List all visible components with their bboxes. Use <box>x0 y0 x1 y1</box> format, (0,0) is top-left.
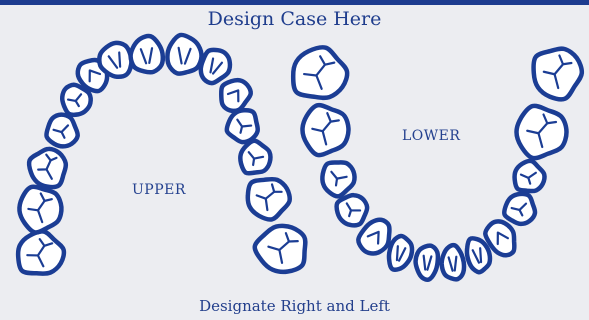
lower-tooth-6-outline <box>389 236 412 270</box>
lower-tooth-3 <box>322 162 354 196</box>
lower-tooth-5-outline <box>358 220 389 254</box>
upper-tooth-11-outline <box>221 80 251 111</box>
upper-tooth-7-outline <box>99 43 131 77</box>
lower-tooth-4 <box>337 195 368 225</box>
lower-tooth-13-outline <box>517 106 567 158</box>
lower-tooth-2 <box>302 105 348 155</box>
upper-tooth-14 <box>248 179 290 219</box>
upper-tooth-15 <box>255 226 306 272</box>
upper-tooth-10 <box>201 50 230 83</box>
lower-arch-label: LOWER <box>402 128 460 144</box>
lower-tooth-14 <box>534 49 582 100</box>
upper-tooth-1 <box>18 231 64 273</box>
upper-tooth-4 <box>46 115 77 147</box>
upper-tooth-3 <box>29 149 66 187</box>
upper-tooth-9 <box>167 35 201 74</box>
upper-tooth-10-outline <box>201 50 230 83</box>
upper-tooth-13 <box>240 141 270 174</box>
upper-tooth-2 <box>19 187 61 233</box>
lower-tooth-1 <box>293 47 347 98</box>
lower-tooth-7-outline <box>416 246 438 280</box>
lower-tooth-11 <box>504 194 535 224</box>
lower-tooth-9-outline <box>467 238 490 272</box>
upper-arch-label: UPPER <box>132 182 186 198</box>
lower-tooth-14-outline <box>534 49 582 100</box>
lower-tooth-6 <box>389 236 412 270</box>
upper-tooth-11 <box>221 80 251 111</box>
upper-tooth-14-outline <box>248 179 290 219</box>
upper-tooth-8 <box>131 36 163 72</box>
lower-tooth-13 <box>517 106 567 158</box>
lower-tooth-7 <box>416 246 438 280</box>
lower-tooth-1-outline <box>293 47 347 98</box>
upper-tooth-12 <box>227 110 258 142</box>
footer-instruction: Designate Right and Left <box>0 297 589 315</box>
lower-tooth-9 <box>467 238 490 272</box>
upper-tooth-8-outline <box>131 36 163 72</box>
lower-arch <box>293 47 582 279</box>
upper-tooth-9-outline <box>167 35 201 74</box>
upper-tooth-13-outline <box>240 141 270 174</box>
lower-tooth-5 <box>358 220 389 254</box>
lower-tooth-12 <box>515 161 545 191</box>
upper-tooth-7 <box>99 43 131 77</box>
lower-tooth-8-outline <box>442 245 464 279</box>
upper-arch <box>18 35 305 274</box>
lower-tooth-2-outline <box>302 105 348 155</box>
lower-tooth-8 <box>442 245 464 279</box>
